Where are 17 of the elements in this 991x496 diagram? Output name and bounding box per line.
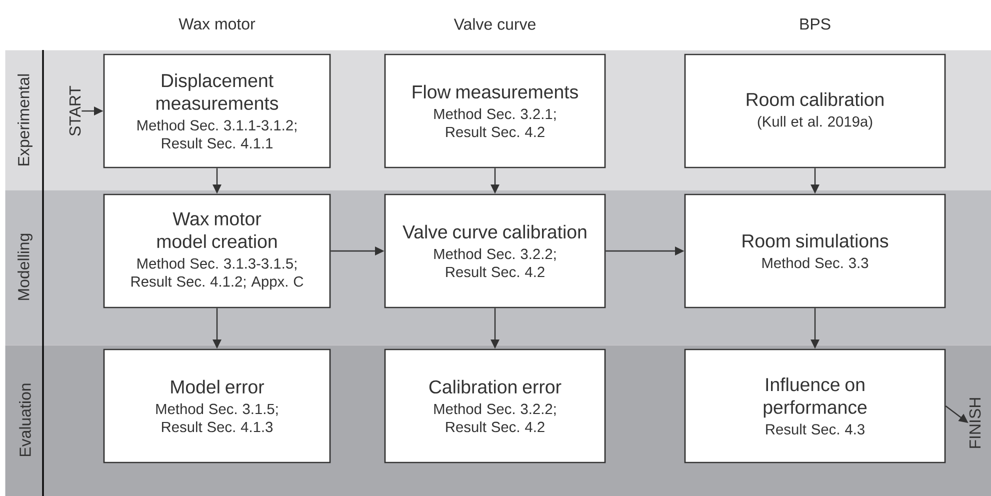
process-box: Displacement measurements Method Sec. 3.1.1-3.1.2; Result Sec. 4.1.1: [103, 54, 331, 168]
process-box: Calibration error Method Sec. 3.2.2; Result Sec. 4.2: [384, 348, 606, 464]
band-label: Modelling: [18, 234, 32, 300]
process-box: Model error Method Sec. 3.1.5; Result Sec. 4.1.3: [103, 348, 331, 464]
terminal-label: FINISH: [969, 398, 981, 448]
band-label: Evaluation: [19, 384, 31, 456]
column-heading: Wax motor: [178, 18, 256, 30]
column-heading: Valve curve: [454, 18, 536, 30]
process-box: Flow measurements Method Sec. 3.2.1; Result Sec. 4.2: [384, 54, 606, 168]
band-label: Experimental: [18, 74, 32, 166]
process-box: Room simulations Method Sec. 3.3: [684, 194, 946, 308]
terminal-label: START: [69, 86, 81, 136]
column-heading: BPS: [800, 18, 830, 30]
process-box: Influence on performance Result Sec. 4.3: [684, 348, 946, 464]
process-box: Wax motor model creation Method Sec. 3.1.3-3.1.5; Result Sec. 4.1.2; Appx. C: [103, 194, 331, 308]
process-box: Room calibration (Kull et al. 2019a): [684, 54, 946, 168]
process-box: Valve curve calibration Method Sec. 3.2.2; Result Sec. 4.2: [384, 194, 606, 308]
